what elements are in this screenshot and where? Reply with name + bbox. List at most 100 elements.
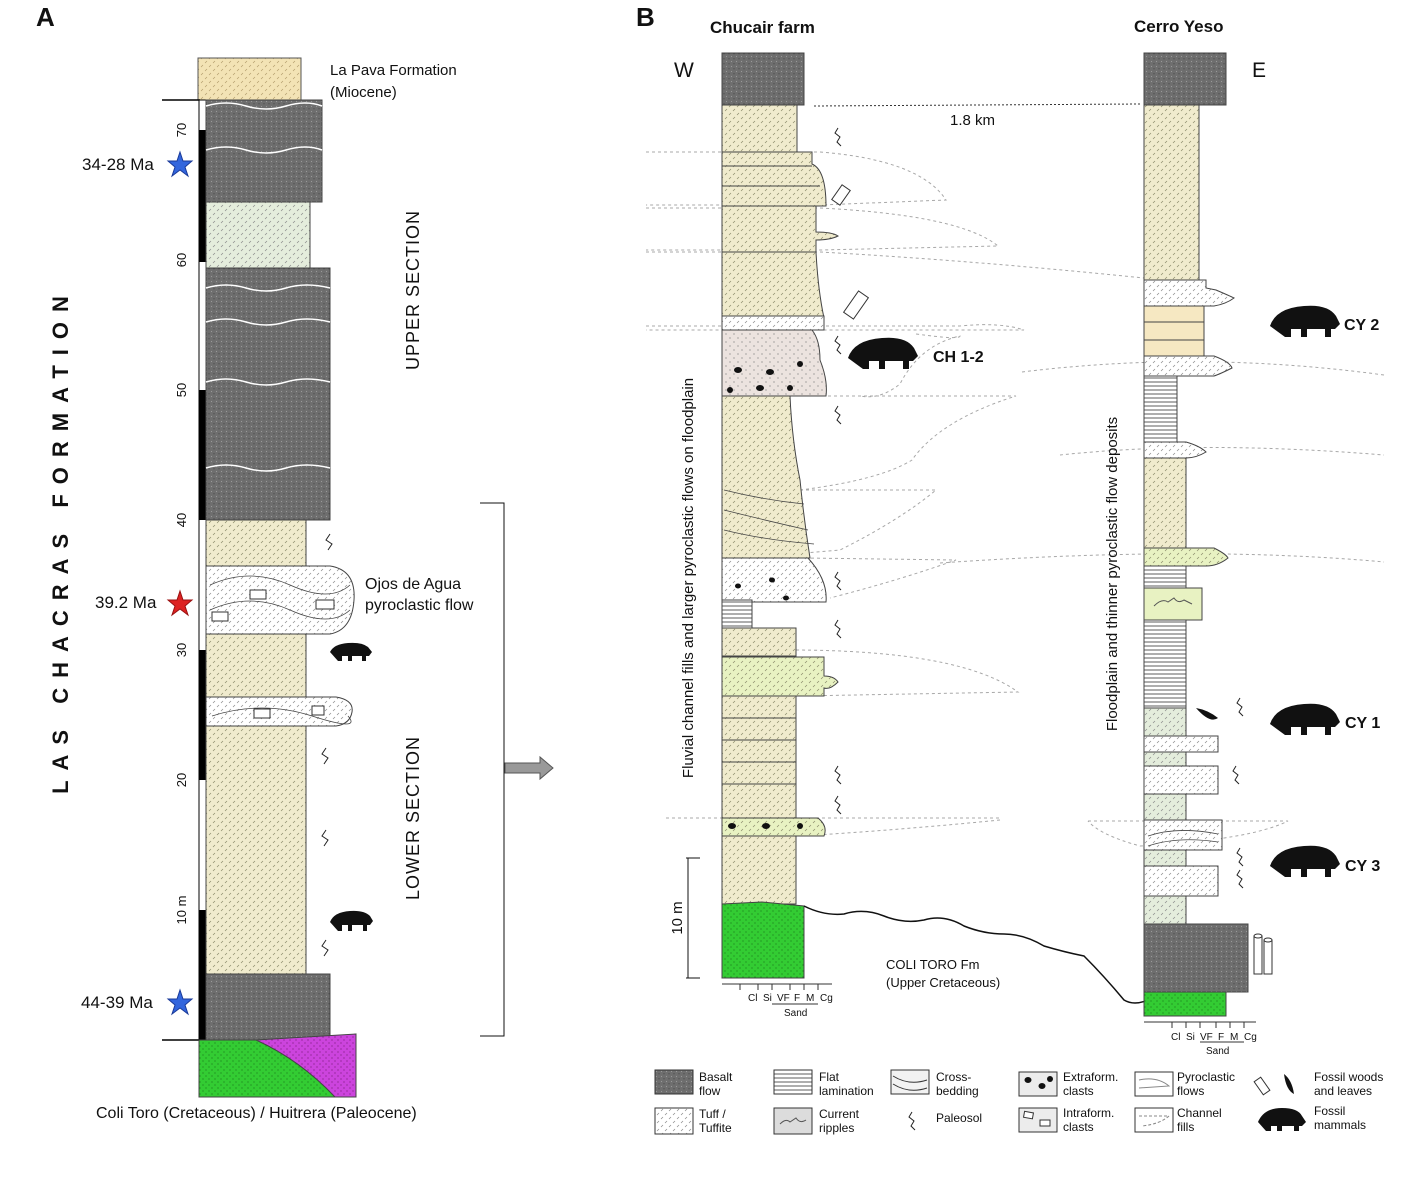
legend-basalt-swatch [654,1069,694,1095]
legend-ripples-label-2: ripples [819,1121,854,1135]
pyroclastic-lens [205,696,353,727]
cerro-basalt-bottom [1143,923,1249,993]
grain-vf-2: VF [1200,1032,1213,1043]
lower-section-label: LOWER SECTION [403,736,423,900]
legend-wood-icon [1253,1076,1271,1096]
legend-channel-label-2: fills [1177,1120,1194,1134]
tick-10: 10 m [174,896,189,925]
chucair-facies-label: Fluvial channel fills and larger pyrocla… [680,378,697,778]
legend-ripples-swatch [773,1107,813,1135]
cy2-label: CY 2 [1344,317,1379,334]
legend-mammals-label: Fossil [1314,1104,1345,1118]
ojos-label: Ojos de Agua [365,576,461,593]
legend-pyroclastic-label: Pyroclastic [1177,1070,1235,1084]
basalt-upper-1 [205,99,323,203]
legend-tuff-swatch [654,1107,694,1135]
grain-cl-2: Cl [1171,1032,1180,1043]
tick-30: 30 [174,643,189,657]
panel-b-letter: B [636,2,655,32]
la-pava-unit [197,57,302,101]
legend-tuff-label: Tuff / [699,1107,726,1121]
legend-paleosol-icon [908,1111,916,1131]
chucair-pyroclastic-flow [721,329,827,397]
legend-extraform-swatch [1018,1071,1058,1097]
legend-pyroclastic-label-2: flows [1177,1084,1204,1098]
grain-m: M [806,993,814,1004]
distance-label: 1.8 km [950,112,995,129]
grain-f-2: F [1218,1032,1224,1043]
mammal-icon [330,642,373,931]
chucair-basalt-top [721,52,805,106]
age-34-28: 34-28 Ma [82,155,154,174]
cy3-label: CY 3 [1345,858,1380,875]
huitrera-base [255,1033,357,1098]
scale-10m: 10 m [669,901,686,934]
tick-60: 60 [174,253,189,267]
legend-woods-label: Fossil woods [1314,1070,1383,1084]
tick-20: 20 [174,773,189,787]
blue-star-icon [166,150,194,178]
paleosol-icon [321,533,333,957]
legend-leaf-icon [1284,1074,1294,1094]
basalt-upper-2 [205,267,331,521]
cerro-ripples [1143,587,1203,621]
legend-lamination-label: Flat [819,1070,840,1084]
legend-lamination-label-2: lamination [819,1084,874,1098]
legend-intraform-label-2: clasts [1063,1120,1094,1134]
legend-lamination-swatch [773,1069,813,1095]
la-pava-age: (Miocene) [330,84,397,101]
blue-star-icon [166,988,194,1016]
fossil-wood-icon [1253,933,1273,975]
legend-paleosol-label: Paleosol [936,1111,982,1125]
cerro-basalt-top [1143,52,1227,106]
tick-50: 50 [174,383,189,397]
cerro-facies-label: Floodplain and thinner pyroclastic flow … [1104,417,1121,731]
legend-channel-swatch [1134,1107,1174,1133]
tick-40: 40 [174,513,189,527]
coli-toro-label: COLI TORO Fm [886,957,979,972]
east-label: E [1252,59,1266,82]
legend-extraform-label-2: clasts [1063,1084,1094,1098]
fossil-leaf-icon [1196,708,1218,720]
panel-a-letter: A [36,2,55,32]
legend-crossbedding-label-2: bedding [936,1084,979,1098]
legend-basalt-label: Basalt [699,1070,733,1084]
grain-f: F [794,993,800,1004]
legend-woods-label-2: and leaves [1314,1084,1372,1098]
ch12-label: CH 1-2 [933,349,984,366]
ojos-label-2: pyroclastic flow [365,597,474,614]
age-44-39: 44-39 Ma [81,993,153,1012]
upper-section-label: UPPER SECTION [403,210,423,370]
west-label: W [674,59,694,82]
chucair-coli-toro [721,901,805,979]
legend-intraform-label: Intraform. [1063,1106,1114,1120]
formation-title: LAS CHACRAS FORMATION [48,286,73,794]
legend-ripples-label: Current [819,1107,860,1121]
grain-cl: Cl [748,993,757,1004]
basalt-lower [205,973,331,1041]
tuff-upper [205,201,311,269]
chucair-title: Chucair farm [710,18,815,37]
la-pava-label: La Pava Formation [330,62,457,79]
grain-sand: Sand [784,1008,807,1019]
ojos-de-agua-flow [205,565,355,635]
legend-extraform-label: Extraform. [1063,1070,1118,1084]
cy1-label: CY 1 [1345,715,1380,732]
legend-mammals-label-2: mammals [1314,1118,1366,1132]
grain-si: Si [763,993,772,1004]
grain-cg: Cg [820,993,833,1004]
grain-sand-2: Sand [1206,1046,1229,1057]
fossil-wood-icon [831,184,870,320]
grain-cg-2: Cg [1244,1032,1257,1043]
tick-70: 70 [174,123,189,137]
cerro-coli-toro [1143,991,1227,1017]
legend-pyroclastic-swatch [1134,1071,1174,1097]
chucair-lamination [721,599,753,629]
legend-mammal-icon [1258,1108,1306,1131]
grain-si-2: Si [1186,1032,1195,1043]
legend: Basalt flow Tuff / Tuffite Flat laminati… [654,1069,1383,1135]
red-star-icon [166,589,194,617]
coli-toro-age: (Upper Cretaceous) [886,975,1000,990]
legend-basalt-label-2: flow [699,1084,721,1098]
